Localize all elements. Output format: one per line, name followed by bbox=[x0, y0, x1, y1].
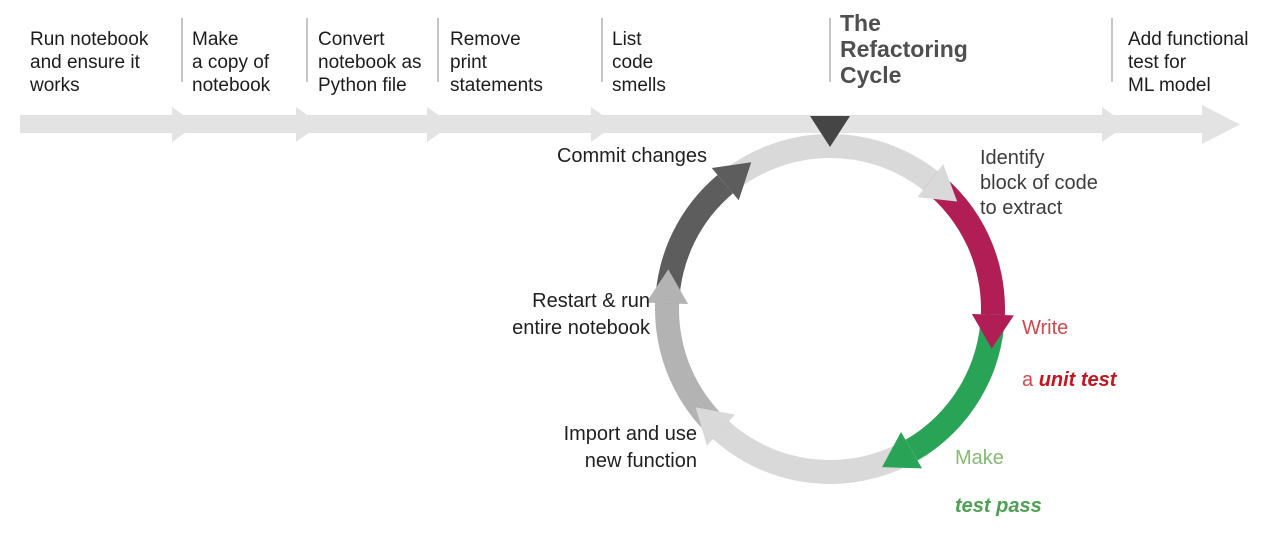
make-test-pass-arc bbox=[905, 314, 1005, 461]
timeline-divider-3 bbox=[437, 18, 439, 82]
restart-run-label: Restart & run entire notebook bbox=[512, 290, 650, 339]
timeline-chevron-1 bbox=[172, 107, 197, 142]
write-unit-test-label: Write a unit test bbox=[1022, 289, 1116, 419]
identify-block-arc bbox=[717, 134, 938, 194]
timeline-step-convert: Convert notebook as Python file bbox=[318, 29, 422, 96]
write-unit-test-arc-head-icon bbox=[971, 313, 1014, 349]
timeline-step-make-copy: Make a copy of notebook bbox=[192, 29, 271, 96]
make-test-pass-label: Make test pass bbox=[955, 422, 1042, 542]
timeline-chevron-3 bbox=[427, 107, 452, 142]
commit-changes-arc bbox=[655, 174, 733, 304]
import-use-function-arc bbox=[712, 421, 918, 484]
timeline-divider-5 bbox=[829, 18, 831, 82]
timeline-chevron-4 bbox=[591, 107, 616, 142]
identify-block-label: Identify block of code to extract bbox=[980, 147, 1098, 219]
timeline-divider-4 bbox=[601, 18, 603, 82]
write-unit-test-arc bbox=[922, 171, 1005, 316]
write-label-line2: a unit test bbox=[1022, 369, 1117, 391]
import-use-label: Import and use new function bbox=[563, 423, 697, 472]
restart-run-notebook-arc bbox=[655, 302, 729, 440]
identify-block-arc-head-icon bbox=[917, 164, 958, 202]
timeline-divider-6 bbox=[1111, 18, 1113, 82]
restart-run-notebook-arc-head-icon bbox=[646, 269, 689, 305]
timeline-divider-2 bbox=[306, 18, 308, 82]
timeline-step-run-notebook: Run notebook and ensure it works bbox=[30, 29, 149, 96]
commit-changes-arc-head-icon bbox=[711, 162, 752, 201]
timeline-step-remove-print: Remove print statements bbox=[450, 29, 543, 96]
timeline-end-arrow-icon bbox=[1202, 105, 1240, 144]
commit-changes-label: Commit changes bbox=[556, 145, 707, 167]
timeline-step-add-test: Add functional test for ML model bbox=[1128, 29, 1249, 96]
timeline-chevron-5 bbox=[1102, 107, 1127, 142]
test-pass-emphasis: test pass bbox=[955, 495, 1042, 517]
timeline-step-list-smells: List code smells bbox=[612, 29, 666, 96]
timeline-chevron-2 bbox=[296, 107, 321, 142]
make-label-line1: Make bbox=[955, 447, 1004, 469]
cycle-position-marker-icon bbox=[810, 116, 850, 147]
write-label-line1: Write bbox=[1022, 317, 1069, 339]
import-use-function-arc-head-icon bbox=[695, 407, 735, 446]
unit-test-emphasis: unit test bbox=[1038, 369, 1117, 391]
make-test-pass-arc-head-icon bbox=[882, 431, 922, 469]
make-label-line2: test pass bbox=[955, 494, 1042, 518]
refactoring-cycle-title: The Refactoring Cycle bbox=[840, 10, 968, 88]
timeline-divider-1 bbox=[181, 18, 183, 82]
